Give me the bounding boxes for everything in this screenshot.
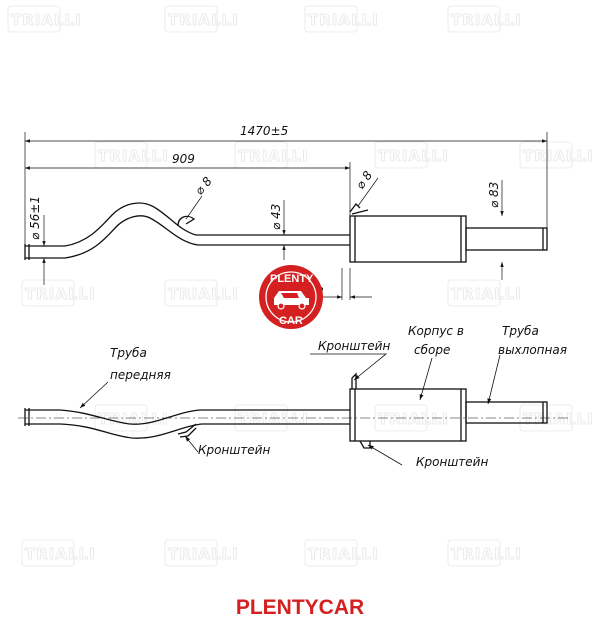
dim-bracket-2: ⌀ 8: [353, 168, 375, 192]
dim-pipe-dia: ⌀ 43: [269, 204, 283, 230]
bracket-side-top: [351, 372, 357, 389]
plentycar-logo: PLENTY CAR: [259, 265, 323, 329]
label-front-pipe-2: передняя: [110, 368, 171, 382]
svg-text:TRIALLI: TRIALLI: [98, 410, 169, 428]
svg-text:TRIALLI: TRIALLI: [451, 285, 522, 303]
dim-tail-dia: ⌀ 83: [487, 182, 501, 208]
front-pipe-top: [25, 202, 350, 247]
bracket-top-view: [177, 215, 196, 227]
bracket-side-bottom: [359, 440, 371, 449]
front-pipe-bottom: [25, 215, 350, 259]
tail-pipe-side: [465, 401, 548, 424]
svg-text:TRIALLI: TRIALLI: [451, 11, 522, 29]
label-body-2: сборе: [414, 343, 450, 357]
svg-text:TRIALLI: TRIALLI: [168, 11, 239, 29]
svg-text:TRIALLI: TRIALLI: [168, 285, 239, 303]
muffler-body-top: [349, 215, 467, 263]
svg-text:TRIALLI: TRIALLI: [523, 147, 594, 165]
svg-text:TRIALLI: TRIALLI: [378, 410, 449, 428]
svg-text:CAR: CAR: [279, 315, 303, 327]
label-bracket-top: Кронштейн: [318, 339, 390, 353]
brand-title: PLENTYCAR: [236, 596, 364, 619]
svg-text:TRIALLI: TRIALLI: [308, 11, 379, 29]
svg-text:TRIALLI: TRIALLI: [25, 285, 96, 303]
svg-text:TRIALLI: TRIALLI: [523, 410, 594, 428]
svg-text:TRIALLI: TRIALLI: [168, 545, 239, 563]
svg-text:TRIALLI: TRIALLI: [98, 147, 169, 165]
svg-text:TRIALLI: TRIALLI: [25, 545, 96, 563]
dim-pipe-length: 909: [172, 152, 195, 166]
svg-text:TRIALLI: TRIALLI: [238, 410, 309, 428]
dim-total-length: 1470±5: [240, 124, 288, 138]
dim-inlet-dia: ⌀ 56±1: [28, 196, 42, 240]
svg-text:TRIALLI: TRIALLI: [238, 147, 309, 165]
bracket-muffler-top: [349, 203, 369, 215]
tail-pipe-top: [465, 227, 548, 251]
bracket-side-left: [177, 423, 197, 435]
svg-text:TRIALLI: TRIALLI: [11, 11, 82, 29]
front-pipe-side: [25, 409, 350, 425]
label-body-1: Корпус в: [408, 324, 464, 338]
svg-text:TRIALLI: TRIALLI: [451, 545, 522, 563]
label-bracket-bottom-right: Кронштейн: [416, 455, 488, 469]
label-exhaust-2: выхлопная: [498, 343, 567, 357]
label-bracket-bottom-left: Кронштейн: [198, 443, 270, 457]
top-view: 1470±5 909 ⌀ 8 ⌀ 43 ⌀ 8 ⌀ 83: [24, 124, 548, 300]
label-exhaust-1: Труба: [502, 324, 539, 338]
svg-text:TRIALLI: TRIALLI: [308, 545, 379, 563]
side-view: [18, 353, 570, 466]
svg-text:PLENTY: PLENTY: [270, 273, 314, 285]
dim-bracket-1: ⌀ 8: [192, 174, 215, 198]
svg-text:TRIALLI: TRIALLI: [378, 147, 449, 165]
label-front-pipe-1: Труба: [110, 346, 147, 360]
